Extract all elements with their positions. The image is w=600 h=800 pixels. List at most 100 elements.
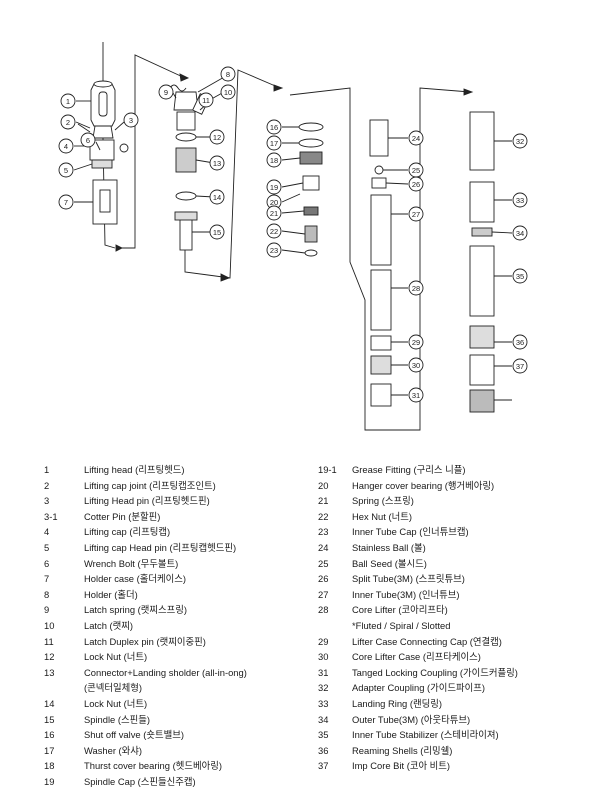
reaming-shell-part xyxy=(469,354,495,386)
part-number: 31 xyxy=(318,666,329,678)
part-name: Adapter Coupling (가이드파이프) xyxy=(352,682,486,694)
parts-list-row: 2 Lifting cap joint (리프팅캡조인트) xyxy=(44,478,294,494)
part-number: 30 xyxy=(318,651,329,663)
part-number: 10 xyxy=(44,619,55,631)
callout-2: 2 xyxy=(60,114,76,130)
part-name: Lock Nut (너트) xyxy=(84,651,148,663)
stabilizer-part xyxy=(469,325,495,349)
part-name: Washer (와샤) xyxy=(84,744,143,756)
lifting-cap-thread xyxy=(91,159,113,169)
part-number: 19 xyxy=(44,775,55,787)
part-name: Grease Fitting (구리스 니플) xyxy=(352,464,466,475)
outer-tube-part xyxy=(469,245,495,317)
part-number: 3-1 xyxy=(44,510,58,522)
part-number: 16 xyxy=(44,729,55,741)
part-number: 37 xyxy=(318,760,329,772)
parts-list-row: 19 Spindle Cap (스핀들신주캡) xyxy=(44,774,294,790)
callout-label: 22 xyxy=(270,227,278,236)
part-number: 1 xyxy=(44,464,50,475)
spindle-cap-part xyxy=(302,175,320,191)
callout-label: 37 xyxy=(516,362,524,371)
callout-32: 32 xyxy=(512,133,528,149)
callout-label: 32 xyxy=(516,137,524,146)
callout-label: 1 xyxy=(66,97,70,106)
part-number: 36 xyxy=(318,744,329,756)
part-number: 34 xyxy=(318,713,329,725)
callout-label: 6 xyxy=(86,136,90,145)
part-number: 2 xyxy=(44,479,50,491)
part-number: 25 xyxy=(318,557,329,569)
flow-arrow-5 xyxy=(220,273,231,282)
parts-list-row: 25 Ball Seed (볼시드) xyxy=(318,556,588,572)
callout-1: 1 xyxy=(60,93,76,109)
callout-label: 5 xyxy=(64,166,68,175)
callout-30: 30 xyxy=(408,357,424,373)
callout-label: 14 xyxy=(213,193,221,202)
part-name: Lock Nut (너트) xyxy=(84,697,148,709)
callout-19: 19 xyxy=(266,179,282,195)
callout-9: 9 xyxy=(158,84,174,100)
part-number: 33 xyxy=(318,697,329,709)
part-name: Imp Core Bit (코아 비트) xyxy=(352,760,451,772)
part-number: 29 xyxy=(318,635,329,647)
parts-list-left-column: 1 Lifting head (리프팅헷드) 2 Lifting cap joint … xyxy=(44,462,294,789)
parts-list-row: 37 Imp Core Bit (코아 비트) xyxy=(318,758,588,774)
part-name: Thurst cover bearing (헷드베아링) xyxy=(84,760,222,772)
core-bit-part xyxy=(469,389,495,413)
part-name: (콘넥터일체형) xyxy=(84,682,142,694)
callout-label: 19 xyxy=(270,183,278,192)
flow-arrow-4 xyxy=(463,88,474,96)
part-name: Inner Tube Cap (인너튜브캡) xyxy=(352,526,469,538)
part-number: 35 xyxy=(318,729,329,741)
part-number: 23 xyxy=(318,526,329,538)
callout-label: 25 xyxy=(412,166,420,175)
part-number: 9 xyxy=(44,604,50,616)
part-name: Spindle Cap (스핀들신주캡) xyxy=(84,775,196,787)
flow-arrow-1 xyxy=(115,244,124,252)
callout-label: 34 xyxy=(516,229,524,238)
part-name: Latch spring (랫찌스프링) xyxy=(84,604,188,616)
part-name: Ball Seed (볼시드) xyxy=(352,557,427,569)
callout-label: 21 xyxy=(270,209,278,218)
callout-label: 30 xyxy=(412,361,420,370)
callout-label: 12 xyxy=(213,133,221,142)
part-number: 21 xyxy=(318,495,329,507)
part-name: Lifting head (리프팅헷드) xyxy=(84,464,185,475)
lifter-cap-part xyxy=(370,355,392,375)
part-name: Lifting cap Head pin (리프팅캡헷드핀) xyxy=(84,541,237,553)
callout-31: 31 xyxy=(408,387,424,403)
flow-line-c xyxy=(184,69,281,279)
parts-list-row: 9 Latch spring (랫찌스프링) xyxy=(44,602,294,618)
lifting-head-pin xyxy=(77,123,91,133)
callout-label: 28 xyxy=(412,284,420,293)
part-number: 6 xyxy=(44,557,50,569)
callout-label: 16 xyxy=(270,123,278,132)
callout-label: 35 xyxy=(516,272,524,281)
inner-tube-cap-part xyxy=(369,119,389,157)
part-number: 28 xyxy=(318,604,329,616)
callout-22: 22 xyxy=(266,223,282,239)
part-name: Lifting cap joint (리프팅캡조인트) xyxy=(84,479,216,491)
ball-seed-part xyxy=(371,177,387,189)
callout-label: 4 xyxy=(64,142,68,151)
part-name: Latch (랫찌) xyxy=(84,619,134,631)
part-name: Shut off valve (숏트밸브) xyxy=(84,729,184,741)
locking-coupling-part xyxy=(469,111,495,171)
callout-10: 10 xyxy=(220,84,236,100)
part-number: 7 xyxy=(44,573,50,585)
